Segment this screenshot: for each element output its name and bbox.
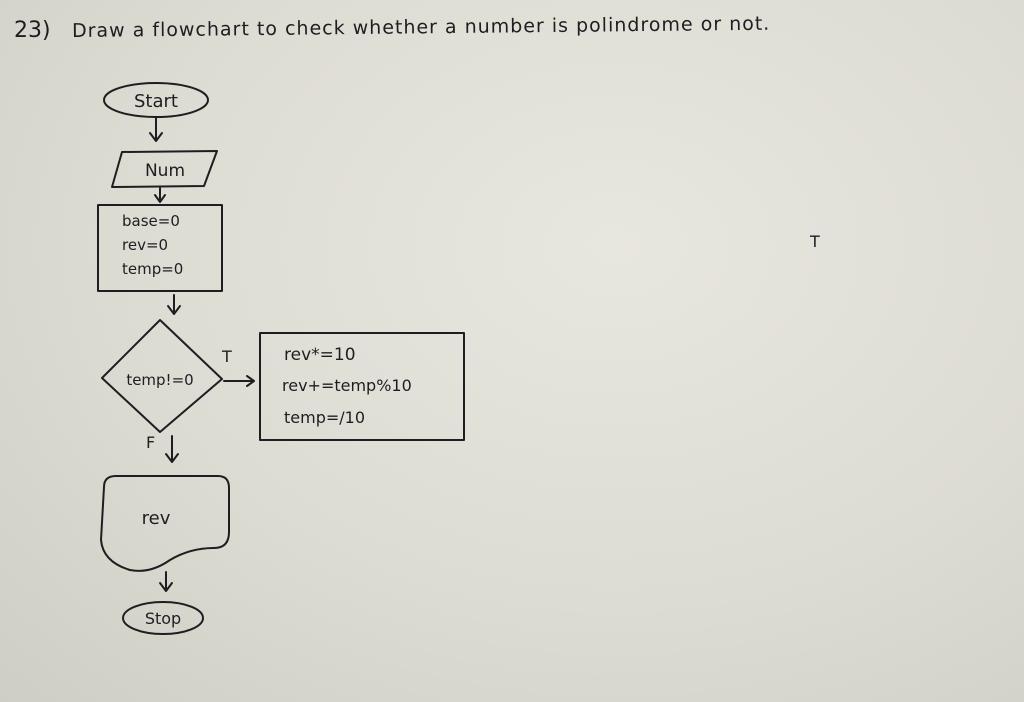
arrow-input-to-init <box>154 187 166 203</box>
true-label: T <box>221 347 232 366</box>
init-process-box <box>97 204 223 292</box>
input-parallelogram <box>111 150 218 188</box>
arrow-true-to-loop <box>223 375 255 387</box>
loop-line-2: rev+=temp%10 <box>282 376 412 395</box>
arrow-output-to-stop <box>159 571 173 592</box>
question-number: 23) <box>14 18 51 43</box>
arrow-init-to-decision <box>167 294 181 315</box>
arrow-start-to-input <box>149 117 163 142</box>
loop-line-3: temp=/10 <box>284 408 365 427</box>
init-line-3: temp=0 <box>122 260 183 278</box>
stop-terminal <box>122 601 204 635</box>
init-line-1: base=0 <box>122 212 180 230</box>
input-label: Num <box>145 161 185 181</box>
decision-diamond <box>101 319 223 433</box>
loop-process-box <box>259 332 465 441</box>
loop-line-1: rev*=10 <box>284 345 356 365</box>
init-line-2: rev=0 <box>122 236 168 254</box>
arrow-false-to-output <box>165 435 179 463</box>
start-label: Start <box>134 91 178 112</box>
output-document <box>100 475 230 572</box>
false-label: F <box>146 433 155 452</box>
decision-label: temp!=0 <box>126 371 193 389</box>
stray-mark: T <box>810 232 820 251</box>
stop-label: Stop <box>145 609 181 628</box>
output-label: rev <box>142 508 171 529</box>
